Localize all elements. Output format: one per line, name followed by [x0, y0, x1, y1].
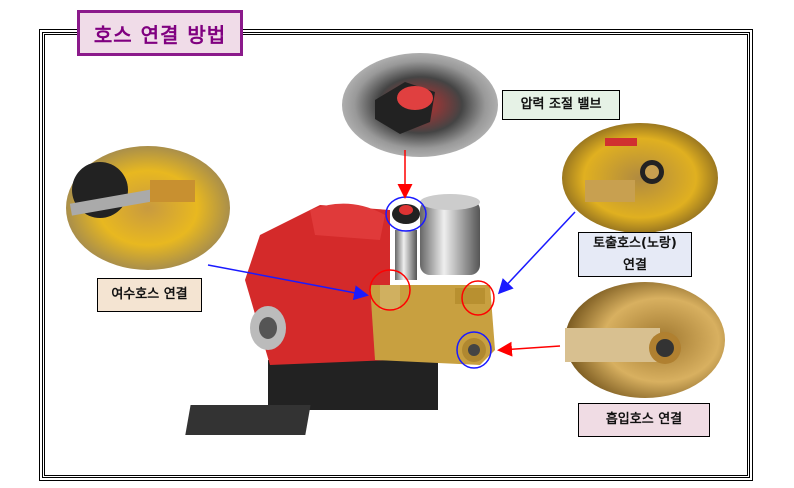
- pump-image: [185, 194, 495, 435]
- pressure-valve-photo: [342, 53, 498, 157]
- suction-hose-photo: [565, 282, 725, 398]
- callout-markers: [207, 150, 576, 369]
- return-hose-label: 여수호스 연결: [97, 278, 202, 312]
- return-hose-photo: [66, 146, 230, 270]
- pressure-valve-label: 압력 조절 밸브: [502, 90, 620, 120]
- discharge-hose-label: 토출호스(노랑) 연결: [578, 232, 692, 277]
- discharge-hose-label-line2: 연결: [623, 257, 647, 273]
- suction-hose-label: 흡입호스 연결: [578, 403, 710, 437]
- page-title: 호스 연결 방법: [77, 10, 243, 56]
- diagram-frame: [39, 29, 753, 481]
- discharge-hose-photo: [562, 123, 718, 233]
- discharge-hose-label-line1: 토출호스(노랑): [593, 235, 677, 251]
